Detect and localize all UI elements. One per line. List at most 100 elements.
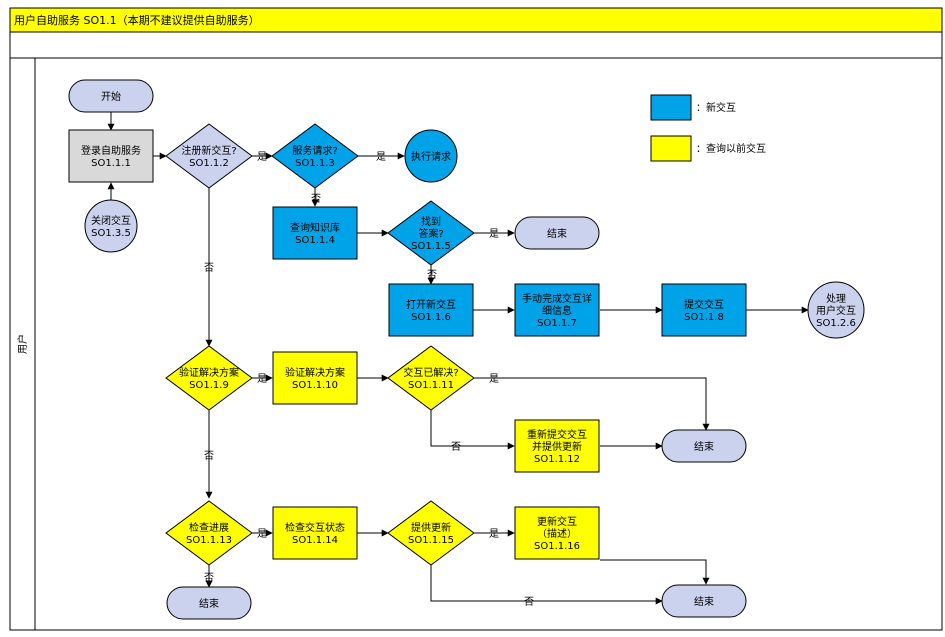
node-close-label: 关闭交互: [91, 214, 131, 227]
node-resubmit-label: 并提供更新: [532, 440, 582, 453]
legend-swatch-blue: [650, 94, 692, 121]
node-status-label: SO1.1.14: [292, 535, 338, 546]
node-manual-shape: [514, 283, 600, 337]
node-found-shape: [387, 200, 475, 266]
node-provide-label: 提供更新: [411, 521, 451, 534]
node-end2-label: 结束: [694, 440, 714, 453]
node-close-label: SO1.3.5: [91, 228, 131, 239]
node-login-shape: [68, 129, 154, 183]
lane-label: 用户: [16, 334, 29, 354]
node-service-label: 服务请求?: [292, 144, 337, 157]
node-handle-label: 处理: [826, 293, 846, 305]
node-provide-shape: [387, 500, 475, 566]
node-update-shape: [514, 506, 600, 560]
node-manual-label: 手动完成交互详: [522, 292, 592, 305]
node-check-label: 检查进展: [189, 521, 229, 534]
node-found-label: 答案?: [418, 227, 443, 240]
node-handle-label: SO1.2.6: [816, 318, 856, 329]
node-manual-label: SO1.1.7: [537, 318, 577, 329]
node-end2-shape: [661, 429, 747, 463]
node-kb-shape: [272, 206, 358, 260]
edges: [107, 112, 809, 605]
node-update-label: 更新交互: [537, 515, 577, 528]
label-yes-verify-verify2: 是: [257, 373, 267, 385]
node-verify-label: 验证解决方案: [179, 366, 239, 379]
node-manual-label: 细信息: [542, 304, 572, 317]
node-resubmit-label: 重新提交交互: [527, 428, 587, 441]
header-row: [9, 31, 943, 59]
node-verify2-label: SO1.1.10: [292, 380, 338, 391]
node-end2: 结束: [661, 429, 747, 463]
node-start: 开始: [68, 79, 154, 113]
node-handle-label: 用户交互: [816, 304, 856, 317]
node-service-shape: [271, 123, 359, 189]
node-execute-label: 执行请求: [411, 150, 451, 163]
node-check-label: SO1.1.13: [186, 535, 232, 546]
node-end4-label: 结束: [199, 597, 219, 610]
node-check-shape: [165, 500, 253, 566]
node-resubmit-shape: [514, 419, 600, 473]
edge-update-end3: [600, 559, 710, 585]
node-status-label: 检查交互状态: [285, 521, 345, 534]
node-register-label: SO1.1.2: [189, 158, 229, 169]
node-status-shape: [272, 506, 358, 560]
label-no-check-end4: 否: [204, 572, 214, 584]
node-verify-shape: [165, 345, 253, 411]
node-update: 更新交互（描述）SO1.1.16: [514, 506, 600, 560]
node-update-label: SO1.1.16: [534, 541, 580, 552]
legend-label-blue: ：新交互: [696, 101, 736, 114]
label-yes-provide-update: 是: [489, 528, 499, 540]
node-service: 服务请求?SO1.1.3: [271, 123, 359, 189]
legend-label-yellow: ：查询以前交互: [696, 142, 766, 155]
node-start-shape: [68, 79, 154, 113]
node-start-label: 开始: [101, 90, 121, 103]
edge-labels: 是 是 否 是 否 否 是 是 否 否 是 是 否 否: [204, 151, 534, 608]
node-found-label: 找到: [421, 215, 441, 228]
node-register-label: 注册新交互?: [181, 144, 236, 157]
node-solved: 交互已解决?SO1.1.11: [387, 345, 475, 411]
node-submit-shape: [661, 283, 747, 337]
node-register-shape: [165, 123, 253, 189]
title-bar: [9, 7, 943, 33]
node-end4-shape: [166, 586, 252, 620]
node-handle-shape: [807, 281, 865, 339]
node-provide-label: SO1.1.15: [408, 535, 454, 546]
node-open-shape: [388, 283, 474, 337]
label-yes-check-status: 是: [257, 528, 267, 540]
edge-provide-end3: [430, 565, 663, 605]
node-end4: 结束: [166, 586, 252, 620]
node-update-label: （描述）: [537, 527, 577, 540]
node-open-label: 打开新交互: [406, 298, 456, 311]
label-yes-register-service: 是: [257, 151, 267, 163]
legend: ：新交互 ：查询以前交互: [650, 94, 766, 162]
label-no-found-open: 否: [427, 269, 437, 281]
node-solved-label: SO1.1.11: [408, 380, 454, 391]
node-close-shape: [84, 199, 138, 253]
label-yes-solved-end2: 是: [489, 373, 499, 385]
node-end3-shape: [661, 584, 747, 618]
edge-solved-end2: [473, 377, 710, 431]
label-no-service-kb: 否: [311, 193, 321, 205]
label-no-provide-end3: 否: [524, 596, 534, 608]
node-end1-shape: [514, 216, 600, 250]
node-found-label: SO1.1.5: [411, 241, 451, 252]
node-submit-label: SO1.1.8: [684, 312, 724, 323]
node-verify2-shape: [272, 351, 358, 405]
node-verify2-label: 验证解决方案: [285, 366, 345, 379]
label-yes-found-end1: 是: [489, 228, 499, 240]
node-end1-label: 结束: [547, 227, 567, 240]
node-submit-label: 提交交互: [684, 298, 724, 311]
node-login-label: 登录自助服务: [81, 144, 141, 157]
node-end3-label: 结束: [694, 595, 714, 608]
